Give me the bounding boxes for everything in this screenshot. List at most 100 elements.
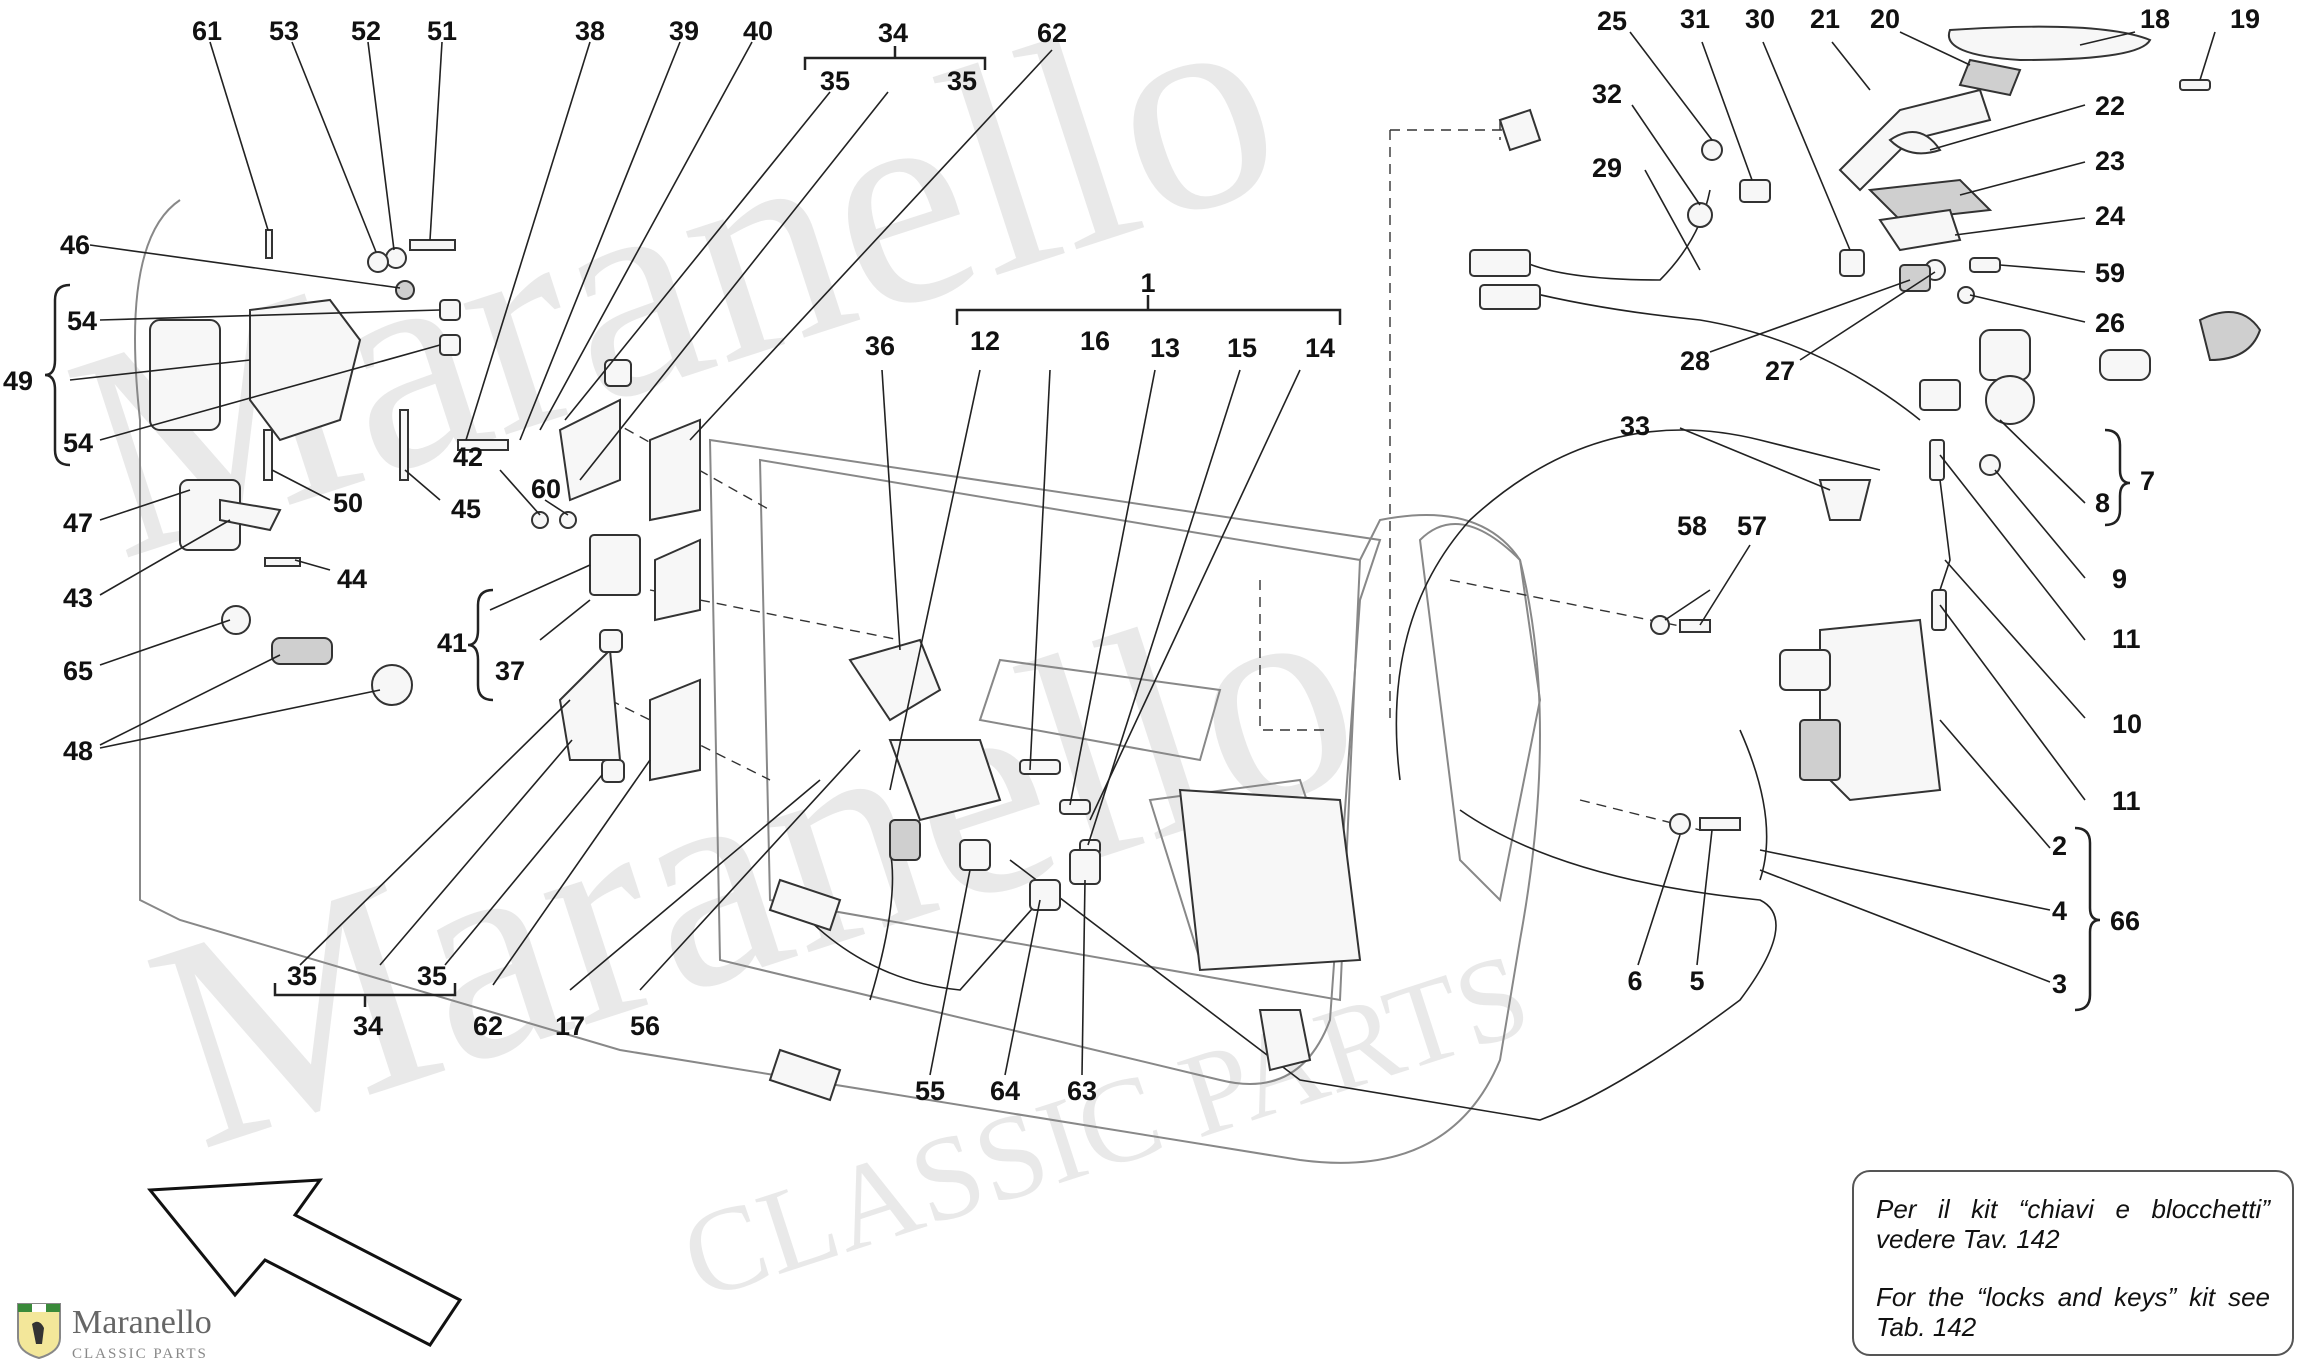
bracket-24 [1878, 208, 1962, 252]
label-25: 25 [1597, 6, 1627, 36]
washer-6 [1669, 813, 1691, 835]
hinge-bracket-62-upper [649, 418, 701, 522]
note-english: For the “locks and keys” kit see Tab. 14… [1876, 1282, 2270, 1342]
connector-top [1498, 108, 1542, 152]
label-62a: 62 [1037, 18, 1067, 48]
label-6: 6 [1627, 966, 1642, 996]
cap-48 [371, 664, 413, 706]
bolt-44 [264, 557, 301, 567]
rod-10 [1939, 479, 1951, 591]
label-35c: 35 [287, 961, 317, 991]
label-31: 31 [1680, 4, 1710, 34]
label-11b: 11 [2112, 786, 2141, 816]
hinge-arm [219, 498, 282, 532]
label-43: 43 [63, 583, 93, 613]
spring-22 [1888, 131, 1942, 155]
label-47: 47 [63, 508, 93, 538]
label-38: 38 [575, 16, 605, 46]
rod-17 [768, 878, 842, 932]
grommet-65 [221, 605, 251, 635]
clip-31 [1739, 179, 1771, 203]
bush-40 [604, 359, 632, 387]
washer-42 [531, 511, 549, 529]
lock-arm [1779, 649, 1831, 691]
washer-60 [559, 511, 577, 529]
bolt-38 [457, 439, 509, 451]
connector-28 [1479, 284, 1541, 310]
label-26: 26 [2095, 308, 2125, 338]
label-15: 15 [1227, 333, 1257, 363]
label-11a: 11 [2112, 624, 2141, 654]
screw-19 [2179, 79, 2211, 91]
spring-13 [1059, 799, 1091, 815]
leader-lines [69, 31, 2216, 1076]
clip-63 [1069, 849, 1101, 885]
grommet-32 [1687, 202, 1713, 228]
rod-end-11b [1931, 589, 1947, 631]
bolt-5 [1699, 817, 1741, 831]
rod-end-11a [1929, 439, 1945, 481]
label-50: 50 [333, 488, 363, 518]
clip-55 [959, 839, 991, 871]
label-33: 33 [1620, 411, 1650, 441]
washer-52 [385, 247, 407, 269]
bush-lower-35b [601, 759, 625, 783]
key-barrel [2099, 349, 2151, 381]
label-22: 22 [2095, 91, 2125, 121]
hinge-bracket-62-lower [649, 678, 701, 782]
bracket-37 [654, 538, 701, 622]
label-61: 61 [192, 16, 222, 46]
parts [149, 25, 2262, 1102]
logo-name: Maranello [72, 1304, 212, 1341]
label-46: 46 [60, 230, 90, 260]
label-29: 29 [1592, 153, 1622, 183]
seal-23 [1867, 178, 1993, 222]
label-42: 42 [453, 442, 483, 472]
pin-59 [1969, 257, 2001, 273]
connector-8 [1919, 379, 1961, 411]
door-hinge-upper-35 [558, 398, 621, 502]
screw-26 [1957, 286, 1975, 304]
inner-handle-12 [888, 739, 1002, 822]
bush-lower-35 [599, 629, 623, 653]
lever-21 [1838, 88, 1992, 192]
label-2: 2 [2052, 831, 2067, 861]
label-60: 60 [531, 474, 561, 504]
washer-58 [1650, 615, 1670, 635]
label-12: 12 [970, 326, 1000, 356]
plate-41 [589, 534, 641, 596]
washer-53 [367, 251, 389, 273]
bolt-51 [409, 239, 456, 251]
label-65: 65 [63, 656, 93, 686]
label-32: 32 [1592, 79, 1622, 109]
label-3: 3 [2052, 969, 2067, 999]
label-63: 63 [1067, 1076, 1097, 1106]
label-7: 7 [2140, 466, 2155, 496]
reference-note: Per il kit “chiavi e blocchetti” vedere … [1852, 1170, 2294, 1356]
label-20: 20 [1870, 4, 1900, 34]
label-59: 59 [2095, 258, 2125, 288]
pin-61 [265, 229, 273, 259]
label-53: 53 [269, 16, 299, 46]
label-21: 21 [1810, 4, 1840, 34]
label-19: 19 [2230, 4, 2260, 34]
label-34a: 34 [878, 18, 908, 48]
label-49: 49 [3, 366, 33, 396]
label-28: 28 [1680, 346, 1710, 376]
upper-hinge [249, 298, 362, 442]
bushing-54a [439, 299, 461, 321]
bolt-50 [263, 429, 273, 481]
direction-arrow [146, 1178, 463, 1347]
label-35b: 35 [947, 66, 977, 96]
label-37: 37 [495, 656, 525, 686]
label-1: 1 [1140, 268, 1155, 298]
group-braces [44, 46, 2131, 1012]
bolt-57 [1679, 619, 1711, 633]
bolt-45 [399, 409, 409, 481]
label-34b: 34 [353, 1011, 383, 1041]
label-45: 45 [451, 494, 481, 524]
bushing-54b [439, 334, 461, 356]
label-14: 14 [1305, 333, 1335, 363]
part-labels: 61 53 52 51 46 54 49 54 47 50 45 44 43 6… [3, 4, 2260, 1106]
